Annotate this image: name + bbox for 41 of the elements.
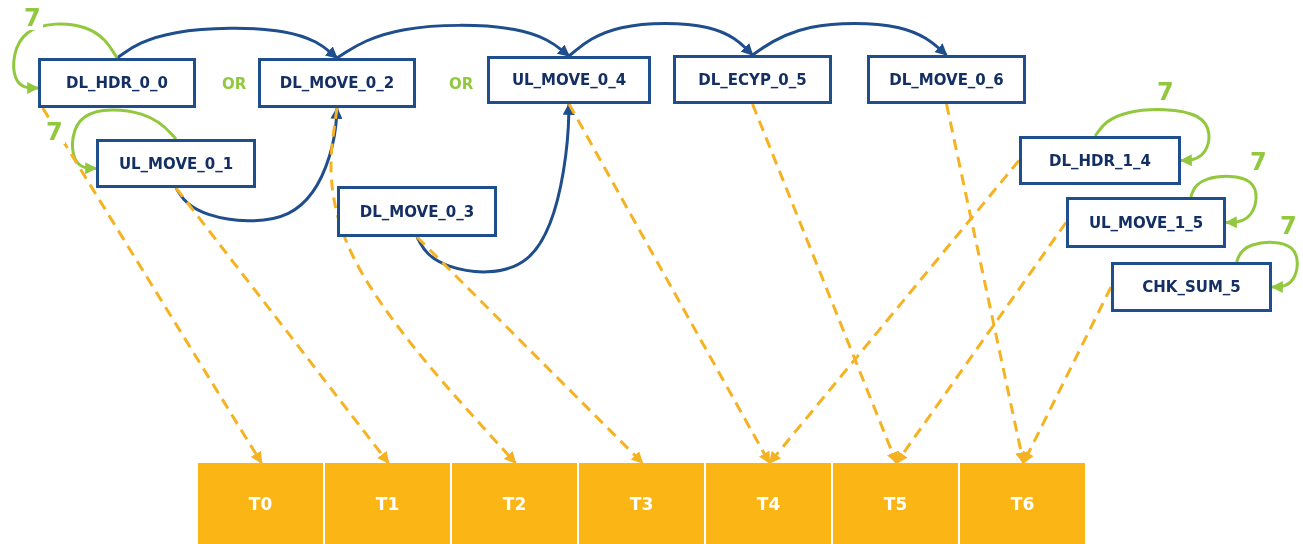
dashed-arrow: [945, 103, 1028, 465]
time-slot-block: T0: [198, 463, 325, 544]
curved-arrow: [751, 21, 948, 57]
process-box: UL_MOVE_0_1: [96, 139, 256, 188]
time-slot-block: T6: [960, 463, 1087, 544]
process-box: DL_ECYP_0_5: [673, 55, 832, 104]
dashed-arrow: [895, 221, 1068, 464]
process-box: UL_MOVE_0_4: [487, 56, 651, 104]
edge-label: 7: [44, 120, 65, 144]
time-slot-block: T2: [452, 463, 579, 544]
dashed-arrow: [174, 187, 390, 464]
process-box: DL_HDR_0_0: [38, 58, 196, 108]
self-loop-arrow: [71, 108, 178, 175]
dashed-arrow: [415, 235, 644, 465]
process-box: DL_MOVE_0_6: [867, 55, 1026, 104]
curved-arrow: [415, 102, 575, 274]
time-slot-block: T1: [325, 463, 452, 544]
process-box: UL_MOVE_1_5: [1066, 197, 1226, 248]
dashed-arrow: [567, 103, 771, 465]
self-loop-arrow: [1093, 108, 1211, 167]
dashed-arrow: [329, 107, 517, 464]
self-loop-arrow: [1235, 240, 1299, 293]
time-slot-block: T5: [833, 463, 960, 544]
dashed-arrow: [1022, 286, 1113, 465]
self-loop-arrow: [1189, 174, 1258, 229]
process-box: CHK_SUM_5: [1111, 262, 1272, 312]
or-label: OR: [222, 75, 247, 93]
or-label: OR: [449, 75, 474, 93]
self-loop-arrow: [12, 22, 119, 94]
time-slot-block: T3: [579, 463, 706, 544]
edge-label: 7: [22, 6, 43, 30]
dashed-arrow: [41, 107, 263, 464]
process-box: DL_HDR_1_4: [1019, 136, 1181, 185]
process-box: DL_MOVE_0_3: [337, 186, 497, 237]
dashed-arrow: [768, 159, 1021, 464]
dashed-arrow: [751, 103, 899, 465]
curved-arrow: [336, 23, 570, 60]
process-box: DL_MOVE_0_2: [258, 58, 416, 108]
time-slot-block: T4: [706, 463, 833, 544]
curved-arrow: [116, 26, 338, 60]
curved-arrow: [568, 21, 754, 58]
